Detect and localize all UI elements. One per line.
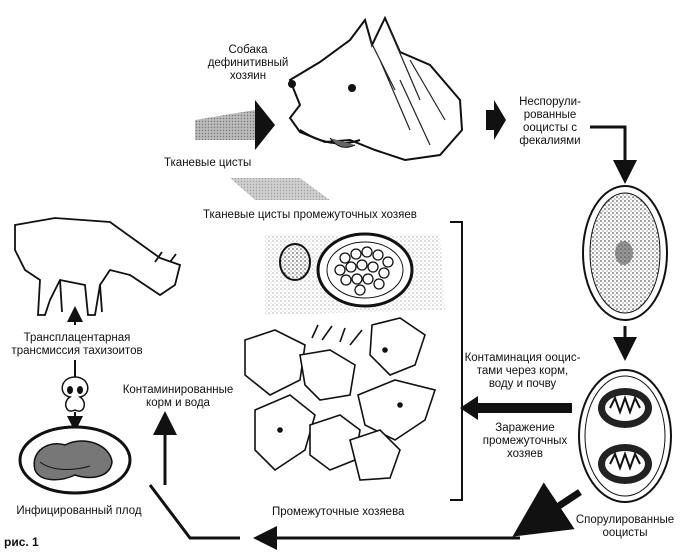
figure-label: рис. 1 [4, 535, 39, 549]
unsporulated-line3: ооцисты с [522, 122, 578, 134]
transplacental-label: Трансплацентарная трансмиссия тахизоитов [2, 332, 152, 358]
arrow-infection [460, 396, 572, 420]
contamination-label: Контаминация ооцис- тами через корм, вод… [460, 352, 585, 391]
oocyst-sporulated-icon [578, 369, 672, 503]
definitive-host-line3: хозяин [229, 70, 267, 82]
infection-line2: промежуточных [482, 435, 568, 447]
definitive-host-label: Собака дефинитивный хозяин [206, 44, 290, 83]
intermediate-hosts-icon [244, 317, 437, 481]
cyst-tissue-icon [265, 232, 445, 315]
intermediate-hosts-label: Промежуточные хозяева [272, 506, 405, 518]
unsporulated-oocysts-label: Неспорули- рованные ооцисты с фекалиями [500, 96, 600, 148]
infection-label: Заражение промежуточных хозяев [475, 422, 575, 461]
contamination-line2: тами через корм, [476, 365, 569, 377]
contaminated-food-line1: Контаминированные [122, 384, 234, 396]
hosts-bracket [450, 221, 463, 501]
arrow-down-left [512, 482, 582, 537]
oocyst-unsporulated-icon [582, 185, 668, 321]
sporulated-line2: ооцисты [602, 527, 648, 539]
infection-line3: хозяев [507, 448, 543, 460]
fetus-icon [18, 425, 132, 495]
contaminated-food-label: Контаминированные корм и вода [113, 384, 243, 410]
feces-arrow [486, 100, 506, 140]
contaminated-food-line2: корм и вода [146, 397, 210, 409]
contamination-line3: воду и почву [488, 378, 557, 390]
contamination-line1: Контаминация ооцис- [464, 352, 581, 364]
unsporulated-line1: Неспорули- [519, 96, 581, 108]
infection-line1: Заражение [495, 422, 555, 434]
placenta-icon [61, 360, 89, 432]
infected-fetus-label: Инфицированный плод [16, 505, 142, 517]
tissue-cysts-label: Тканевые цисты [164, 157, 252, 169]
sporulated-oocysts-label: Спорулированные ооцисты [565, 514, 685, 540]
arrow-to-oocyst [590, 125, 637, 184]
transplacental-line2: трансмиссия тахизоитов [11, 345, 143, 357]
tissue-cysts-intermediate-label: Тканевые цисты промежуточных хозяев [203, 209, 417, 221]
definitive-host-line2: дефинитивный [207, 57, 289, 69]
definitive-host-line1: Собака [228, 44, 268, 56]
unsporulated-line2: рованные [523, 109, 577, 121]
tissue-cyst-arrow [195, 100, 275, 150]
cow-icon [14, 217, 182, 316]
cyst-stripe [230, 178, 330, 200]
dog-head-icon [288, 15, 464, 162]
sporulated-line1: Спорулированные [575, 514, 675, 526]
transplacental-line1: Трансплацентарная [23, 332, 131, 344]
unsporulated-line4: фекалиями [519, 135, 581, 147]
